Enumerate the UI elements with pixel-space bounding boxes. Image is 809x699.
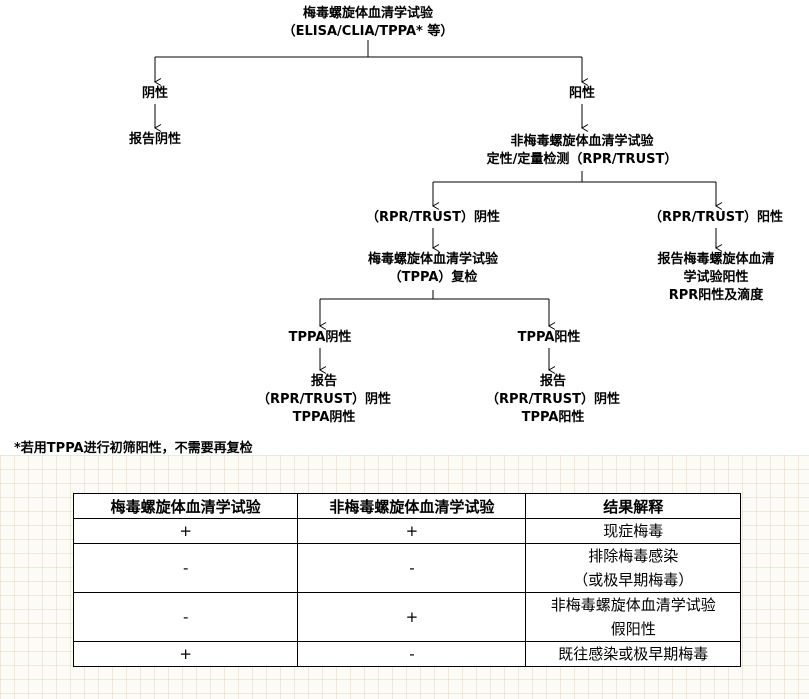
- header-interpretation: 结果解释: [525, 493, 741, 519]
- cell-nontreponemal: -: [297, 641, 527, 667]
- cell-interpretation-line1: 排除梅毒感染: [588, 547, 679, 565]
- node-nontreponemal-line2: 定性/定量检测（RPR/TRUST）: [486, 152, 678, 167]
- node-tppa-positive-report-line2: （RPR/TRUST）阴性: [486, 392, 620, 407]
- node-tppa-negative-report-line2: （RPR/TRUST）阴性: [257, 392, 391, 407]
- node-tppa-recheck: 梅毒螺旋体血清学试验 （TPPA）复检: [368, 251, 498, 287]
- node-tppa-negative: TPPA阴性: [288, 330, 352, 345]
- node-report-negative: 报告阴性: [128, 132, 182, 147]
- cell-treponemal: -: [72, 543, 299, 593]
- result-interpretation-table: 梅毒螺旋体血清学试验 非梅毒螺旋体血清学试验 结果解释 + + 现症梅毒 - -…: [72, 493, 741, 667]
- header-nontreponemal: 非梅毒螺旋体血清学试验: [297, 493, 527, 519]
- node-treponemal-test-line1: 梅毒螺旋体血清学试验: [302, 6, 434, 21]
- header-treponemal: 梅毒螺旋体血清学试验: [72, 493, 299, 519]
- cell-interpretation-line2: （或极早期梅毒）: [573, 571, 694, 589]
- cell-treponemal: -: [72, 592, 299, 642]
- table-row: - - 排除梅毒感染 （或极早期梅毒）: [72, 543, 741, 593]
- cell-interpretation: 非梅毒螺旋体血清学试验 假阳性: [525, 592, 741, 642]
- node-tppa-recheck-line2: （TPPA）复检: [388, 270, 478, 285]
- table-row: + - 既往感染或极早期梅毒: [72, 641, 741, 667]
- node-positive: 阳性: [568, 86, 596, 101]
- node-nontreponemal-line1: 非梅毒螺旋体血清学试验: [510, 134, 654, 149]
- node-nontreponemal-test: 非梅毒螺旋体血清学试验 定性/定量检测（RPR/TRUST）: [487, 133, 678, 169]
- cell-interpretation: 既往感染或极早期梅毒: [525, 641, 741, 667]
- node-rpr-positive-report-line2: 学试验阳性: [683, 270, 749, 285]
- node-rpr-positive-report-line3: RPR阳性及滴度: [668, 288, 764, 303]
- node-tppa-positive-report-line1: 报告: [539, 374, 566, 389]
- cell-nontreponemal: -: [297, 543, 527, 593]
- flowchart-connectors: [154, 40, 723, 374]
- node-treponemal-test-line2: （ELISA/CLIA/TPPA* 等）: [282, 24, 454, 39]
- node-tppa-positive-report: 报告 （RPR/TRUST）阴性 TPPA阳性: [486, 373, 620, 427]
- cell-treponemal: +: [72, 518, 299, 544]
- cell-interpretation-line2: 假阳性: [610, 620, 656, 638]
- cell-nontreponemal: +: [297, 518, 527, 544]
- cell-interpretation: 排除梅毒感染 （或极早期梅毒）: [525, 543, 741, 593]
- node-rpr-positive-report-line1: 报告梅毒螺旋体血清: [657, 252, 775, 267]
- node-rpr-positive: （RPR/TRUST）阳性: [649, 210, 783, 225]
- node-negative: 阴性: [141, 86, 169, 101]
- node-tppa-positive: TPPA阳性: [517, 330, 581, 345]
- cell-nontreponemal: +: [297, 592, 527, 642]
- table-row: - + 非梅毒螺旋体血清学试验 假阳性: [72, 592, 741, 642]
- node-tppa-negative-report-line1: 报告: [310, 374, 337, 389]
- cell-interpretation: 现症梅毒: [525, 518, 741, 544]
- node-tppa-negative-report: 报告 （RPR/TRUST）阴性 TPPA阴性: [257, 373, 391, 427]
- table-header-row: 梅毒螺旋体血清学试验 非梅毒螺旋体血清学试验 结果解释: [72, 493, 741, 519]
- node-tppa-negative-report-line3: TPPA阴性: [292, 410, 356, 425]
- cell-treponemal: +: [72, 641, 299, 667]
- table-row: + + 现症梅毒: [72, 518, 741, 544]
- node-tppa-positive-report-line3: TPPA阳性: [521, 410, 585, 425]
- cell-interpretation-line1: 既往感染或极早期梅毒: [558, 645, 709, 663]
- cell-interpretation-line1: 现症梅毒: [603, 522, 664, 540]
- cell-interpretation-line1: 非梅毒螺旋体血清学试验: [550, 596, 716, 614]
- node-treponemal-test: 梅毒螺旋体血清学试验 （ELISA/CLIA/TPPA* 等）: [283, 5, 454, 41]
- footnote: *若用TPPA进行初筛阳性，不需要再复检: [14, 441, 253, 456]
- node-rpr-negative: （RPR/TRUST）阴性: [366, 210, 500, 225]
- node-rpr-positive-report: 报告梅毒螺旋体血清 学试验阳性 RPR阳性及滴度: [657, 251, 774, 305]
- node-tppa-recheck-line1: 梅毒螺旋体血清学试验: [367, 252, 499, 267]
